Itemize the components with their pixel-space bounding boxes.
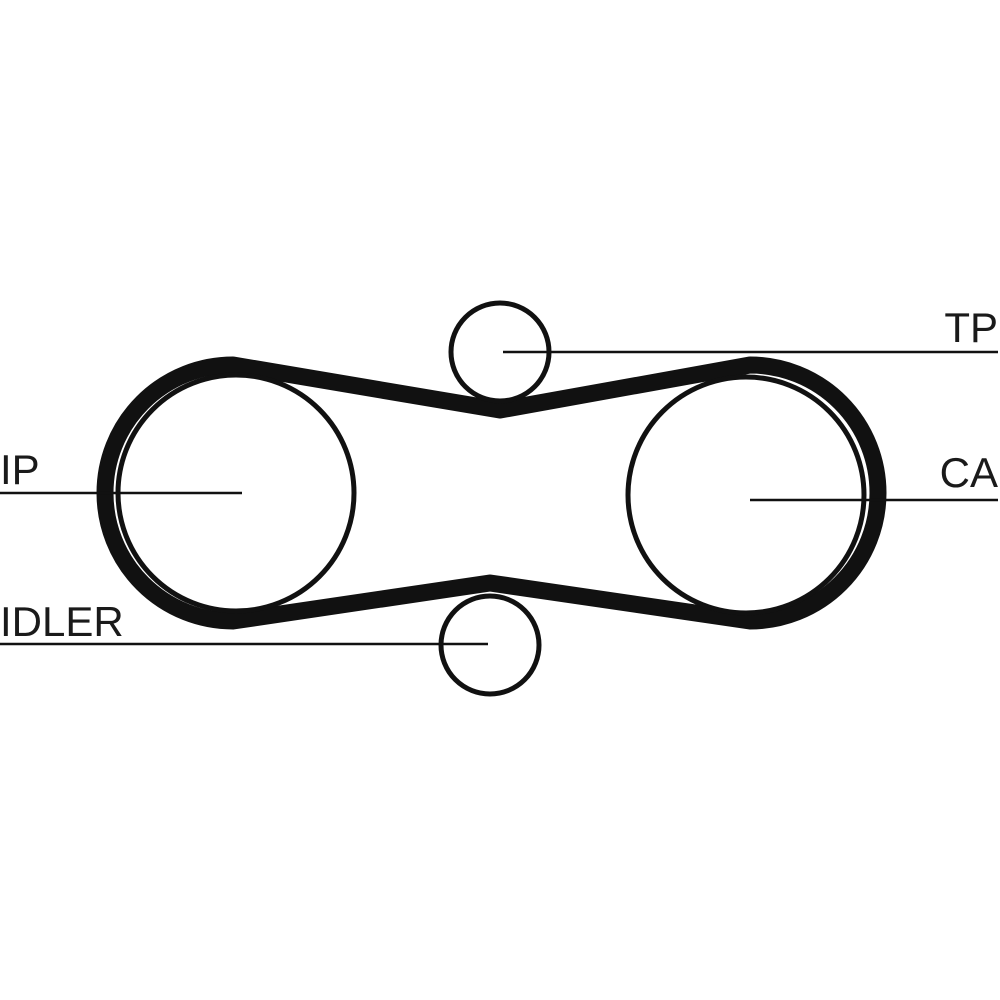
ip-label: IP bbox=[0, 446, 40, 493]
ca-label: CA bbox=[940, 449, 998, 496]
tp-label: TP bbox=[944, 304, 998, 351]
ca-pulley bbox=[625, 374, 867, 616]
timing-belt bbox=[96, 356, 887, 630]
idler-label: IDLER bbox=[0, 598, 124, 645]
